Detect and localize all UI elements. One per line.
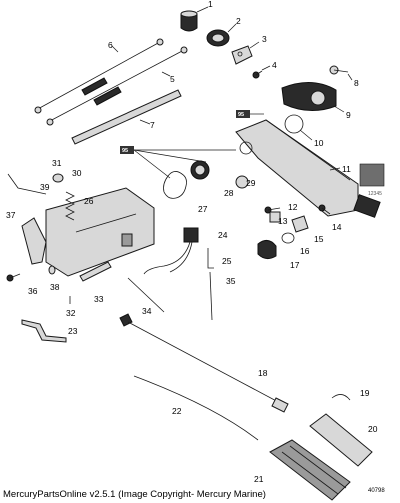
- callout-28: 28: [224, 188, 234, 198]
- callout-24: 24: [218, 230, 228, 240]
- part-17-knob: [257, 240, 277, 260]
- lubricant-flag-left: 95: [120, 146, 236, 179]
- svg-text:95: 95: [122, 148, 128, 154]
- part-3-bracket: [231, 41, 260, 65]
- callout-15: 15: [314, 234, 324, 244]
- callout-2: 2: [236, 16, 241, 26]
- part-19-clip: [331, 394, 351, 401]
- part-33-plate: [79, 261, 112, 282]
- callout-22: 22: [172, 406, 182, 416]
- part-38-washer: [48, 265, 56, 275]
- part-4-screw: [252, 65, 271, 79]
- part-29-bushing: [235, 175, 249, 189]
- callout-35: 35: [226, 276, 236, 286]
- part-9-cover-plate: [281, 82, 345, 113]
- part-39-rod: [7, 173, 47, 195]
- callout-16: 16: [300, 246, 310, 256]
- callout-4: 4: [272, 60, 277, 70]
- callout-31: 31: [52, 158, 62, 168]
- callout-23: 23: [68, 326, 78, 336]
- svg-text:95: 95: [238, 112, 244, 118]
- callout-11: 11: [342, 164, 351, 174]
- part-23-bracket: [21, 319, 67, 343]
- callout-19: 19: [360, 388, 370, 398]
- part-7-rod: [71, 89, 182, 145]
- callout-1: 1: [208, 0, 213, 9]
- callout-18: 18: [258, 368, 268, 378]
- callout-6: 6: [108, 40, 113, 50]
- partial-drawing-code: 40798: [368, 488, 385, 494]
- part-16-washer: [281, 232, 295, 244]
- part-36-screw: [6, 273, 21, 282]
- callout-10: 10: [314, 138, 324, 148]
- callout-30: 30: [72, 168, 82, 178]
- part-1-clamp: [180, 6, 209, 32]
- lubricant-flag-top: 95: [236, 110, 264, 118]
- callout-34: 34: [142, 306, 152, 316]
- part-34-bolt: [127, 277, 165, 313]
- callout-21: 21: [254, 474, 264, 484]
- drawing-code: 12345: [368, 191, 382, 197]
- part-18-throttle-cable: [119, 313, 289, 413]
- part-26-swivel-bracket: [45, 187, 155, 277]
- callout-36: 36: [28, 286, 38, 296]
- part-31-clip: [52, 173, 64, 183]
- callout-29: 29: [246, 178, 256, 188]
- callout-5: 5: [170, 74, 175, 84]
- part-13-bushing: [269, 211, 281, 223]
- part-28-ring: [190, 160, 210, 180]
- callouts: 1 2 3 4 5 6 7 8 9 10 11 12 13 14 15 16 1…: [6, 0, 378, 484]
- part-6-gas-spring: [34, 38, 164, 114]
- part-11-tiller-arm: [235, 119, 385, 218]
- part-8-pin: [329, 65, 353, 81]
- part-30-spring: [65, 191, 75, 221]
- callout-20: 20: [368, 424, 378, 434]
- part-22-cable: [133, 375, 259, 441]
- part-14-screw: [318, 204, 331, 215]
- part-35-cable: [209, 271, 213, 321]
- callout-13: 13: [278, 216, 288, 226]
- part-27-wave-washer: [163, 171, 187, 199]
- callout-38: 38: [50, 282, 60, 292]
- callout-26: 26: [84, 196, 94, 206]
- part-5-gas-spring: [46, 46, 188, 126]
- part-37-lever: [21, 217, 47, 265]
- callout-3: 3: [262, 34, 267, 44]
- callout-8: 8: [354, 78, 359, 88]
- part-2-bushing: [206, 23, 237, 47]
- callout-7: 7: [150, 120, 155, 130]
- callout-32: 32: [66, 308, 76, 318]
- image-caption: MercuryPartsOnline v2.5.1 (Image Copyrig…: [3, 489, 266, 500]
- part-21-handle-grip: [269, 439, 351, 501]
- callout-25: 25: [222, 256, 232, 266]
- callout-9: 9: [346, 110, 351, 120]
- part-15-clip: [291, 215, 309, 233]
- part-24-switch: [143, 227, 199, 275]
- callout-33: 33: [94, 294, 104, 304]
- part-25-clip: [207, 248, 214, 269]
- callout-12: 12: [288, 202, 298, 212]
- callout-27: 27: [198, 204, 208, 214]
- callout-14: 14: [332, 222, 342, 232]
- part-20-throttle-sleeve: [309, 413, 373, 467]
- part-10-o-ring: [284, 114, 313, 141]
- callout-37: 37: [6, 210, 16, 220]
- callout-39: 39: [40, 182, 50, 192]
- callout-17: 17: [290, 260, 300, 270]
